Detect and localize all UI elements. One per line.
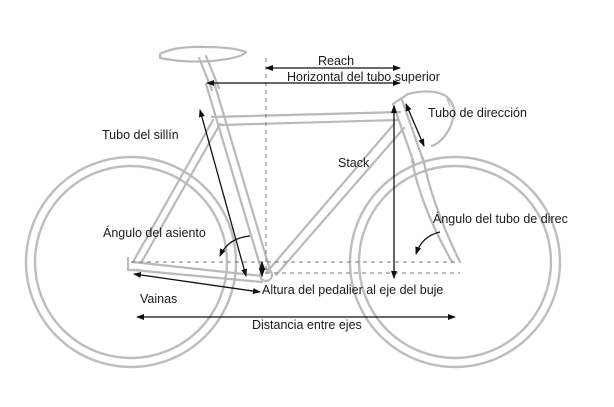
horizontal-top-tube-label: Horizontal del tubo superior (287, 70, 440, 84)
seat-angle-arc (219, 235, 251, 257)
chainstays-arrow (133, 272, 261, 294)
bb-drop-label: Altura del pedalier al eje del buje (262, 283, 443, 297)
seat-tube-label: Tubo del sillín (102, 128, 179, 142)
wheelbase-label: Distancia entre ejes (252, 318, 362, 332)
stack-label: Stack (338, 156, 370, 170)
head-tube-angle-label: Ángulo del tubo de direc (433, 211, 568, 226)
seat-angle-label: Ángulo del asiento (103, 225, 206, 240)
head-tube-label: Tubo de dirección (428, 106, 527, 120)
chainstays-label: Vainas (140, 292, 177, 306)
reach-label: Reach (318, 54, 354, 68)
head-tube-arrow (405, 103, 425, 147)
seat-tube-arrow (198, 109, 248, 277)
head-tube-angle-arc (415, 231, 441, 255)
